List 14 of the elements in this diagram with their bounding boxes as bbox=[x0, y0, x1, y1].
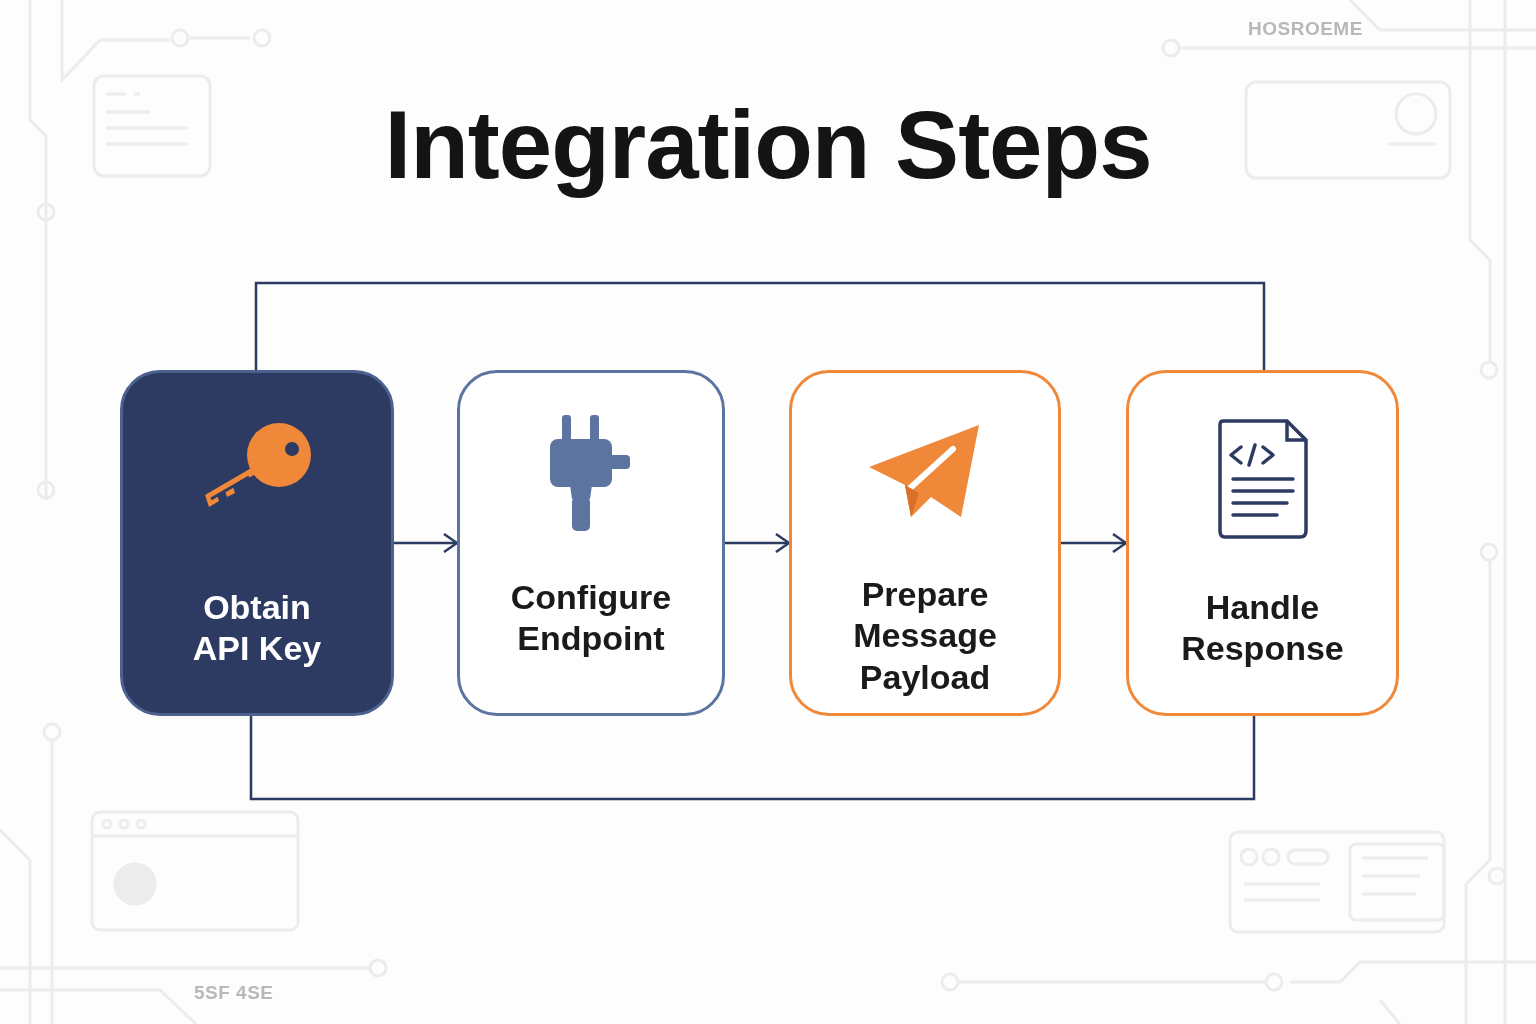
step-card bbox=[789, 370, 1061, 716]
step-card bbox=[1126, 370, 1399, 716]
step-label: Prepare Message Payload bbox=[852, 573, 998, 698]
arrow bbox=[1061, 532, 1128, 554]
step-label: Configure Endpoint bbox=[509, 576, 673, 659]
step-label: Obtain API Key bbox=[191, 586, 323, 669]
arrow bbox=[394, 532, 459, 554]
title: Integration Steps bbox=[384, 92, 1152, 198]
step-card bbox=[457, 370, 725, 716]
step-label: Handle Response bbox=[1180, 586, 1345, 669]
step-card bbox=[120, 370, 394, 716]
connector-line bbox=[254, 281, 1266, 370]
connector-line bbox=[249, 716, 1256, 801]
arrow bbox=[725, 532, 791, 554]
